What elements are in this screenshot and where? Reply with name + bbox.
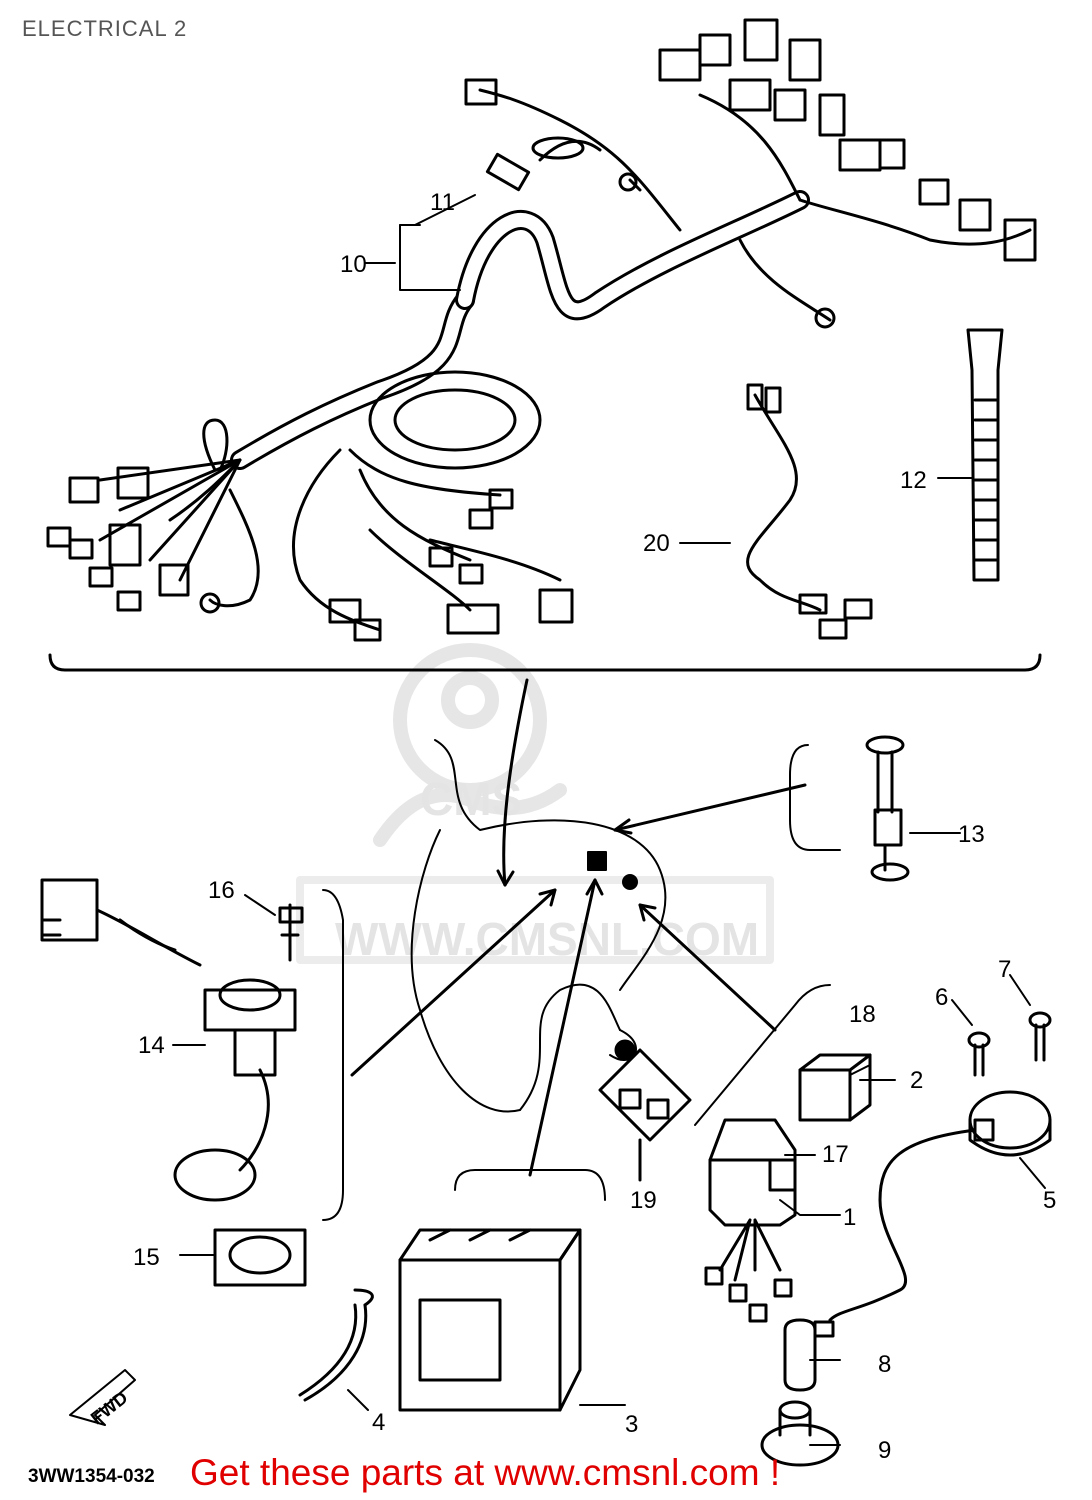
callout-3: 3 <box>625 1411 638 1438</box>
callout-4: 4 <box>372 1409 385 1436</box>
lead-wire <box>746 383 873 640</box>
fuel-sender-unit <box>40 878 344 1221</box>
watermark-url-text: WWW.CMSNL.COM <box>335 913 759 965</box>
screw <box>967 1031 991 1077</box>
callout-leaders <box>172 262 1046 1446</box>
cms-logo-watermark <box>296 643 774 964</box>
cdi-unit <box>704 1118 797 1323</box>
drawing-code: 3WW1354-032 <box>28 1466 155 1487</box>
harness-group-bracket <box>48 653 1042 672</box>
callout-9: 9 <box>878 1437 891 1464</box>
callout-1: 1 <box>843 1204 856 1231</box>
callout-14: 14 <box>138 1032 165 1059</box>
promo-link[interactable]: Get these parts at www.cmsnl.com ! <box>190 1452 781 1493</box>
wire-harness <box>46 18 1037 642</box>
page-title: ELECTRICAL 2 <box>22 16 188 41</box>
callout-18: 18 <box>849 1001 876 1028</box>
callout-20: 20 <box>643 530 670 557</box>
callout-2: 2 <box>910 1067 923 1094</box>
screw-b <box>1028 1011 1052 1062</box>
callout-labels: 11 10 12 20 13 16 14 15 18 2 17 1 19 6 7… <box>133 189 1056 1464</box>
vehicle-frame-outline <box>410 739 667 1113</box>
starter-relay <box>828 1090 1052 1322</box>
breather-hose <box>298 1288 374 1402</box>
fwd-label: FWD <box>87 1387 132 1428</box>
callout-5: 5 <box>1043 1187 1056 1214</box>
assembly-leader-lines <box>350 678 807 1177</box>
callout-19: 19 <box>630 1187 657 1214</box>
callout-11: 11 <box>430 189 455 216</box>
callout-8: 8 <box>878 1351 891 1378</box>
callout-6: 6 <box>935 984 948 1011</box>
callout-15: 15 <box>133 1244 160 1271</box>
callout-17: 17 <box>822 1141 849 1168</box>
callout-12: 12 <box>900 467 927 494</box>
cable-tie <box>966 328 1004 582</box>
gasket <box>213 1228 307 1287</box>
callout-10: 10 <box>340 251 367 278</box>
callout-13: 13 <box>958 821 985 848</box>
callout-16: 16 <box>208 877 235 904</box>
battery <box>398 1169 606 1412</box>
callout-7: 7 <box>998 956 1011 983</box>
level-switch <box>789 735 910 882</box>
relay-bracket <box>598 1039 692 1182</box>
fwd-direction-arrow: FWD <box>69 1369 136 1428</box>
flasher-relay <box>798 1053 872 1122</box>
watermark: CMS WWW.CMSNL.COM <box>296 643 774 965</box>
fuse <box>485 152 531 192</box>
spark-plug-cap <box>783 1318 835 1392</box>
